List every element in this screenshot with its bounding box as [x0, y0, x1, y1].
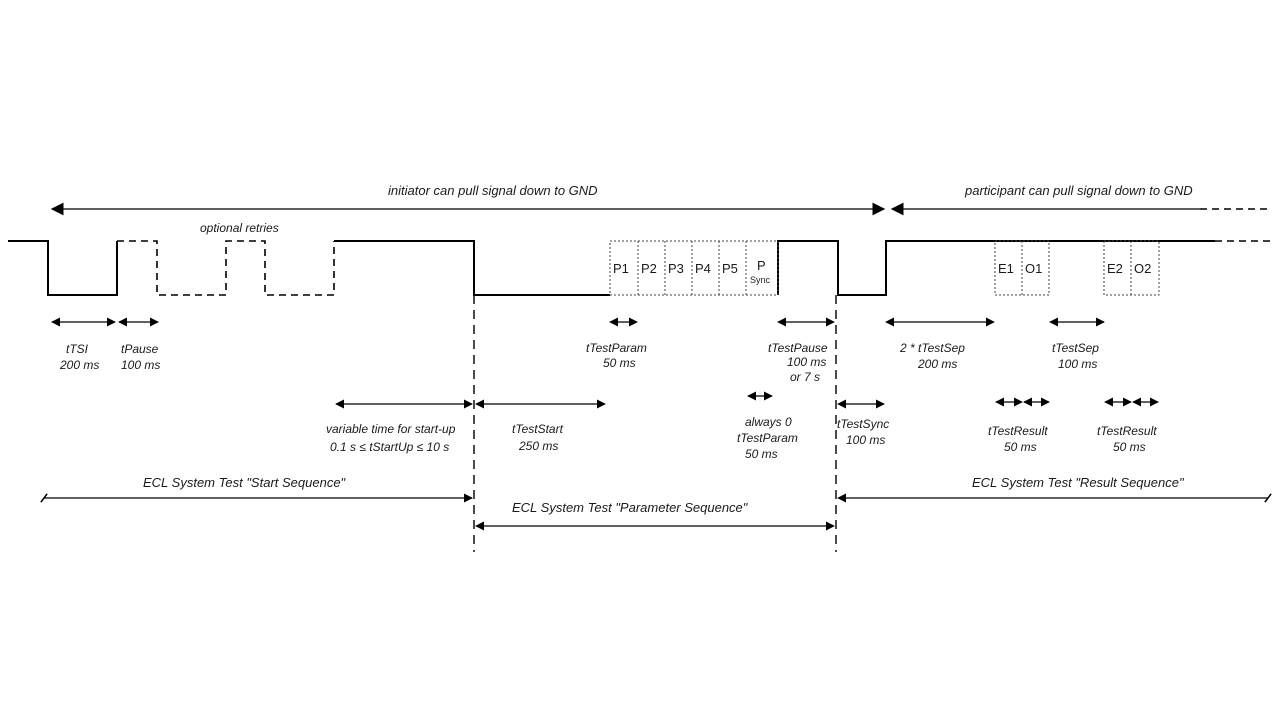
pulse-p-sync: P	[757, 258, 766, 273]
svg-text:tTestParam: tTestParam	[737, 431, 798, 445]
parameter-sequence-span: ECL System Test "Parameter Sequence"	[475, 500, 835, 531]
initiator-label: initiator can pull signal down to GND	[388, 183, 598, 198]
svg-text:tTestParam: tTestParam	[586, 341, 647, 355]
result-pulses: E1 O1 E2 O2	[994, 240, 1160, 296]
pulse-o1: O1	[1025, 261, 1042, 276]
svg-text:tTestSep: tTestSep	[1052, 341, 1099, 355]
participant-label: participant can pull signal down to GND	[964, 183, 1193, 198]
pulse-e1: E1	[998, 261, 1014, 276]
svg-text:tTSI: tTSI	[66, 342, 89, 356]
participant-range: participant can pull signal down to GND	[890, 183, 1272, 216]
startup-label: variable time for start-up 0.1 s ≤ tStar…	[326, 422, 456, 454]
pulse-p2: P2	[641, 261, 657, 276]
optional-retries-label: optional retries	[200, 221, 279, 235]
ttestsep-double-label: 2 * tTestSep 200 ms	[899, 341, 965, 371]
svg-text:100 ms: 100 ms	[1058, 357, 1097, 371]
svg-text:50 ms: 50 ms	[603, 356, 636, 370]
svg-text:200 ms: 200 ms	[917, 357, 957, 371]
pulse-p4: P4	[695, 261, 711, 276]
svg-text:tTestStart: tTestStart	[512, 422, 564, 436]
svg-text:tTestResult: tTestResult	[988, 424, 1048, 438]
pulse-e2: E2	[1107, 261, 1123, 276]
initiator-range: initiator can pull signal down to GND	[50, 183, 886, 216]
svg-text:250 ms: 250 ms	[518, 439, 558, 453]
svg-text:50 ms: 50 ms	[1004, 440, 1037, 454]
pulse-p5: P5	[722, 261, 738, 276]
svg-text:200 ms: 200 ms	[59, 358, 99, 372]
svg-text:tTestSync: tTestSync	[837, 417, 889, 431]
ttestsep-label: tTestSep 100 ms	[1052, 341, 1099, 371]
svg-text:or 7 s: or 7 s	[790, 370, 820, 384]
pulse-o2: O2	[1134, 261, 1151, 276]
svg-text:variable time for start-up: variable time for start-up	[326, 422, 456, 436]
result-sequence-span: ECL System Test "Result Sequence"	[837, 475, 1272, 503]
pulse-p3: P3	[668, 261, 684, 276]
svg-text:tPause: tPause	[121, 342, 159, 356]
result-sequence-label: ECL System Test "Result Sequence"	[972, 475, 1185, 490]
svg-text:tTestResult: tTestResult	[1097, 424, 1157, 438]
timing-row-2	[335, 391, 1159, 409]
always0-label: always 0 tTestParam 50 ms	[737, 415, 798, 461]
svg-text:50 ms: 50 ms	[1113, 440, 1146, 454]
tsi-label: tTSI 200 ms	[59, 342, 99, 372]
ttestresult1-label: tTestResult 50 ms	[988, 424, 1048, 454]
ttestpause-label: tTestPause 100 ms or 7 s	[768, 341, 828, 384]
signal-waveform	[8, 240, 1272, 296]
svg-text:0.1 s ≤ tStartUp ≤ 10 s: 0.1 s ≤ tStartUp ≤ 10 s	[330, 440, 449, 454]
svg-text:tTestPause: tTestPause	[768, 341, 828, 355]
parameter-pulses: P1 P2 P3 P4 P5 P Sync	[609, 240, 779, 296]
ttestresult2-label: tTestResult 50 ms	[1097, 424, 1157, 454]
pulse-p1: P1	[613, 261, 629, 276]
svg-text:100 ms: 100 ms	[787, 355, 826, 369]
ttestparam-label: tTestParam 50 ms	[586, 341, 647, 370]
ttestsync-label: tTestSync 100 ms	[837, 417, 889, 447]
svg-text:2 * tTestSep: 2 * tTestSep	[899, 341, 965, 355]
tteststart-label: tTestStart 250 ms	[512, 422, 564, 453]
svg-text:100 ms: 100 ms	[121, 358, 160, 372]
tpause-label: tPause 100 ms	[121, 342, 160, 372]
start-sequence-label: ECL System Test "Start Sequence"	[143, 475, 347, 490]
parameter-sequence-label: ECL System Test "Parameter Sequence"	[512, 500, 749, 515]
svg-text:always 0: always 0	[745, 415, 792, 429]
pulse-sync-sub: Sync	[750, 275, 771, 285]
svg-text:100 ms: 100 ms	[846, 433, 885, 447]
start-sequence-span: ECL System Test "Start Sequence"	[40, 475, 473, 503]
svg-text:50 ms: 50 ms	[745, 447, 778, 461]
